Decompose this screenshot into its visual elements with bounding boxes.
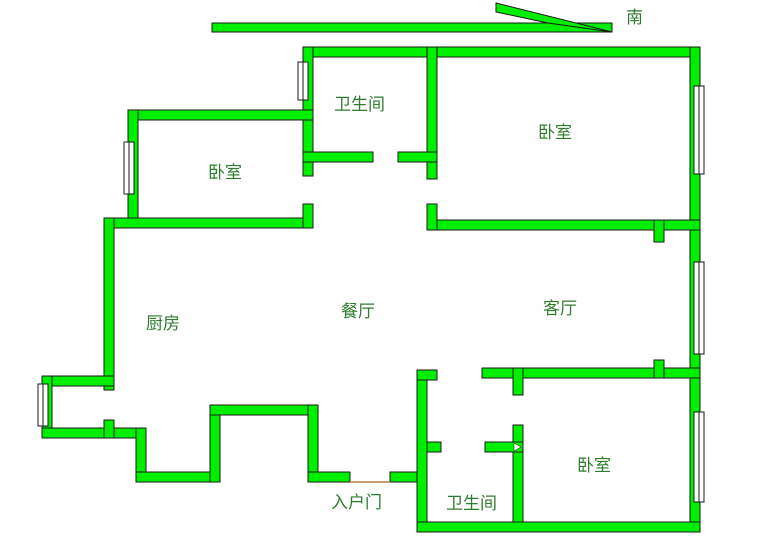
compass-arrow-head: [495, 2, 613, 33]
wall-bath-master-divider: [426, 46, 438, 180]
wall-notch-left: [209, 404, 221, 483]
wall-living-bottom-stub-right: [653, 359, 665, 379]
wall-bedroom-small-right-stub: [302, 203, 314, 229]
entrance-label: 入户门: [331, 493, 382, 513]
compass-direction-label: 南: [626, 8, 643, 28]
wall-living-bottom-stub-left: [512, 367, 524, 396]
wall-bath-top-bottom-left: [302, 151, 374, 163]
wall-kitchen-ledge-top: [41, 375, 115, 387]
wall-bath-bottom-inner-stub: [426, 441, 442, 453]
wall-kitchen-left: [103, 217, 115, 391]
room-label-dining: 餐厅: [341, 302, 375, 322]
room-label-living: 客厅: [543, 299, 577, 319]
wall-bath-bottom-right: [512, 424, 524, 533]
wall-bottom-left-floor: [135, 471, 221, 483]
room-label-bedroom-small: 卧室: [208, 163, 242, 183]
door-marker: [513, 442, 522, 452]
wall-bath-top-bottom-right: [397, 151, 438, 163]
wall-bath-bottom-door-stub: [484, 441, 524, 453]
wall-bottom-outer: [416, 521, 701, 533]
room-label-bedroom-bottom: 卧室: [577, 456, 611, 476]
wall-kitchen-ledge-stub: [103, 419, 115, 439]
wall-entry-left: [307, 471, 351, 483]
wall-master-left-stub: [426, 203, 438, 231]
wall-bath-bottom-topstub: [416, 369, 438, 381]
wall-master-bottom-stub: [653, 219, 665, 243]
wall-bedroom-small-top: [127, 109, 314, 121]
wall-bath-bottom-left: [416, 369, 428, 533]
windows: [37, 61, 705, 503]
room-label-kitchen: 厨房: [146, 314, 180, 334]
wall-notch-top: [209, 404, 319, 416]
room-label-bathroom-bottom: 卫生间: [446, 494, 497, 514]
wall-bedroom-small-bottom: [103, 217, 314, 229]
wall-bath-top-left-lower: [302, 111, 314, 177]
wall-top-outer: [302, 46, 701, 58]
room-label-bathroom-top: 卫生间: [334, 95, 385, 115]
wall-notch-right: [307, 404, 319, 483]
compass-arrow: [211, 2, 613, 33]
wall-living-bottom: [481, 367, 701, 379]
wall-kitchen-ledge-bottom: [41, 427, 147, 439]
room-label-bedroom-master: 卧室: [538, 123, 572, 143]
compass-arrow-shaft: [211, 22, 613, 33]
